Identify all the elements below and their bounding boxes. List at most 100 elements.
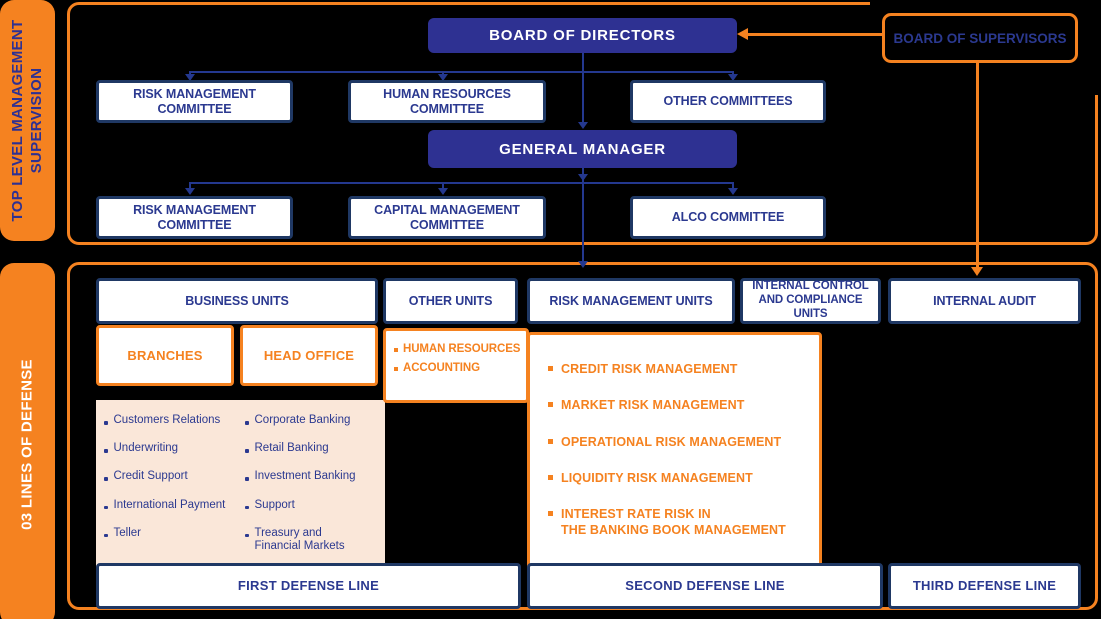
connector-row1-stub-1 <box>189 71 191 76</box>
branches-items: Customers Relations Underwriting Credit … <box>104 414 236 540</box>
first-defense-line-label: FIRST DEFENSE LINE <box>237 578 380 594</box>
connector-bos-to-bod <box>748 33 882 36</box>
list-item: ACCOUNTING <box>394 362 523 374</box>
branches-list: Customers Relations Underwriting Credit … <box>96 400 238 569</box>
list-item: MARKET RISK MANAGEMENT <box>548 397 813 413</box>
connector-bod-down <box>582 52 584 71</box>
square-bullet-icon <box>548 438 553 444</box>
dot-bullet-icon <box>245 421 249 425</box>
list-item: Support <box>245 499 383 512</box>
list-item: CREDIT RISK MANAGEMENT <box>548 361 813 377</box>
board-of-supervisors-label: BOARD OF SUPERVISORS <box>893 30 1067 46</box>
arrowhead-gm-junction <box>578 174 588 181</box>
list-item: HUMAN RESOURCES <box>394 343 523 355</box>
human-resources-committee-box: HUMAN RESOURCES COMMITTEE <box>348 80 546 123</box>
branches-item-2: Underwriting <box>113 442 179 455</box>
arrowhead-row1-3 <box>728 74 738 81</box>
dot-bullet-icon <box>104 533 108 538</box>
head-office-items: Corporate Banking Retail Banking Investm… <box>245 414 383 553</box>
list-item: Treasury and Financial Markets <box>245 527 383 553</box>
head-office-list: Corporate Banking Retail Banking Investm… <box>237 400 385 569</box>
branches-item-3: Credit Support <box>113 470 188 483</box>
arrowhead-gm <box>578 122 588 129</box>
risk-management-committee-1-label: RISK MANAGEMENT COMMITTEE <box>133 86 256 116</box>
risk-item-4: LIQUIDITY RISK MANAGEMENT <box>561 470 753 485</box>
arrowhead-row2-2 <box>438 188 448 195</box>
arrowhead-row1-2 <box>438 74 448 81</box>
connector-row1-horizontal <box>190 71 734 73</box>
tab-bottom-label: 03 LINES OF DEFENSE <box>18 359 36 530</box>
branches-label: BRANCHES <box>127 348 203 363</box>
head-office-item-5: Treasury and Financial Markets <box>254 526 345 553</box>
connector-bod-to-gm <box>582 71 584 124</box>
list-item: International Payment <box>104 499 236 512</box>
internal-control-header: INTERNAL CONTROL AND COMPLIANCE UNITS <box>740 278 881 324</box>
business-units-header: BUSINESS UNITS <box>96 278 378 324</box>
human-resources-committee-label: HUMAN RESOURCES COMMITTEE <box>383 86 511 116</box>
other-committees-box: OTHER COMMITTEES <box>630 80 826 123</box>
board-of-directors-label: BOARD OF DIRECTORS <box>489 27 676 44</box>
risk-management-items: CREDIT RISK MANAGEMENT MARKET RISK MANAG… <box>548 361 813 539</box>
list-item: LIQUIDITY RISK MANAGEMENT <box>548 470 813 486</box>
square-bullet-icon <box>548 511 553 516</box>
alco-committee-label: ALCO COMMITTEE <box>671 210 785 224</box>
board-of-supervisors-box: BOARD OF SUPERVISORS <box>882 13 1078 63</box>
other-units-items: HUMAN RESOURCES ACCOUNTING <box>394 343 523 374</box>
head-office-label: HEAD OFFICE <box>263 348 355 363</box>
other-units-item-1: HUMAN RESOURCES <box>403 343 521 355</box>
connector-gm-to-bottom-panel <box>582 182 584 262</box>
other-units-item-2: ACCOUNTING <box>403 362 480 374</box>
head-office-box: HEAD OFFICE <box>240 325 378 386</box>
list-item: Customers Relations <box>104 414 236 427</box>
general-manager-label: GENERAL MANAGER <box>499 140 666 158</box>
dot-bullet-icon <box>104 449 108 453</box>
connector-row1-stub-3 <box>732 71 734 76</box>
connector-row1-stub-2 <box>442 71 444 76</box>
dot-bullet-icon <box>245 533 249 538</box>
third-defense-line-label: THIRD DEFENSE LINE <box>912 578 1057 594</box>
dot-bullet-icon <box>245 477 249 481</box>
dot-bullet-icon <box>245 449 249 453</box>
list-item: Corporate Banking <box>245 414 383 427</box>
other-units-header: OTHER UNITS <box>383 278 518 324</box>
internal-audit-header: INTERNAL AUDIT <box>888 278 1081 324</box>
connector-row2-stub-3 <box>732 182 734 190</box>
second-defense-line-box: SECOND DEFENSE LINE <box>527 563 883 609</box>
arrowhead-internal-audit <box>971 267 983 276</box>
dot-bullet-icon <box>245 505 249 510</box>
second-defense-line-label: SECOND DEFENSE LINE <box>625 578 785 594</box>
tab-03-lines-of-defense: 03 LINES OF DEFENSE <box>0 263 55 619</box>
arrowhead-row2-3 <box>728 188 738 195</box>
dot-bullet-icon <box>104 477 108 481</box>
list-item: OPERATIONAL RISK MANAGEMENT <box>548 434 813 450</box>
list-item: Investment Banking <box>245 470 383 483</box>
head-office-item-3: Investment Banking <box>254 470 356 483</box>
business-units-label: BUSINESS UNITS <box>185 293 289 308</box>
connector-row2-horizontal <box>190 182 734 184</box>
square-bullet-icon <box>548 474 553 480</box>
square-bullet-icon <box>548 366 553 371</box>
connector-row2-stub-2 <box>442 182 444 190</box>
list-item: Underwriting <box>104 442 236 455</box>
risk-item-2: MARKET RISK MANAGEMENT <box>561 398 745 413</box>
list-item: Credit Support <box>104 470 236 483</box>
risk-management-committee-1-box: RISK MANAGEMENT COMMITTEE <box>96 80 293 123</box>
arrowhead-row1-1 <box>185 74 195 81</box>
arrowhead-row2-1 <box>185 188 195 195</box>
risk-item-1: CREDIT RISK MANAGEMENT <box>561 362 738 376</box>
tab-top-label: TOP LEVEL MANAGEMENT SUPERVISION <box>8 19 45 222</box>
alco-committee-box: ALCO COMMITTEE <box>630 196 826 239</box>
general-manager-box: GENERAL MANAGER <box>428 130 737 168</box>
head-office-item-4: Support <box>254 498 295 511</box>
first-defense-line-box: FIRST DEFENSE LINE <box>96 563 521 609</box>
branches-item-5: Teller <box>113 526 141 539</box>
internal-control-label: INTERNAL CONTROL AND COMPLIANCE UNITS <box>752 280 869 320</box>
dot-bullet-icon <box>104 421 108 425</box>
other-committees-label: OTHER COMMITTEES <box>663 94 793 108</box>
head-office-item-2: Retail Banking <box>254 442 329 455</box>
board-of-directors-box: BOARD OF DIRECTORS <box>428 18 737 53</box>
square-bullet-icon <box>548 402 553 408</box>
square-bullet-icon <box>394 367 398 371</box>
risk-management-committee-2-box: RISK MANAGEMENT COMMITTEE <box>96 196 293 239</box>
branches-item-1: Customers Relations <box>113 414 221 426</box>
